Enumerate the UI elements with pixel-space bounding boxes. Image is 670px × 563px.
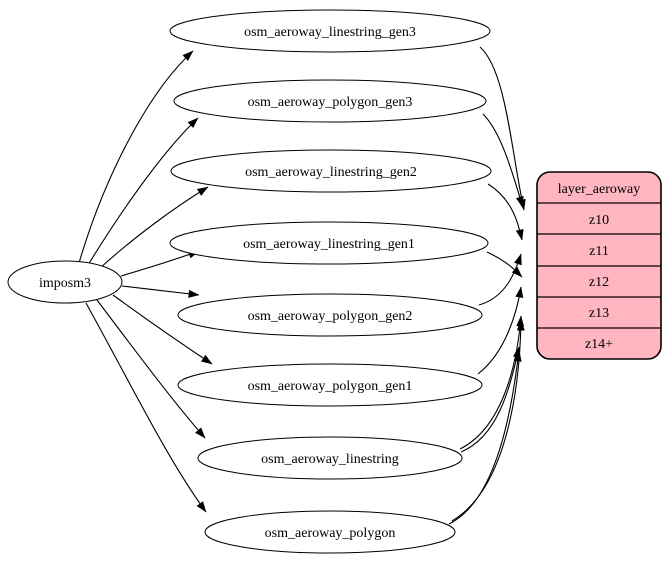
node-label: osm_aeroway_polygon_gen3: [248, 95, 413, 110]
node-imposm3-shape: [7, 260, 123, 304]
edges-to-layer: [448, 46, 526, 525]
edge-imposm3-polygon-gen1: [112, 294, 213, 365]
node-shape: [170, 149, 492, 193]
edge-imposm3-polygon: [85, 302, 207, 513]
node-shape: [177, 363, 483, 407]
edge-imposm3-linestring-gen3: [78, 50, 194, 264]
node-osm-aeroway-linestring: osm_aeroway_linestring: [197, 436, 463, 480]
layer-row-z10: z10: [589, 213, 609, 228]
layer-row-z14: z14+: [585, 337, 613, 352]
edge-linestring-gen1-z12: [486, 251, 523, 278]
node-label: osm_aeroway_linestring_gen2: [245, 165, 417, 180]
edge-imposm3-linestring-gen2: [98, 186, 209, 270]
node-osm-aeroway-linestring-gen1: osm_aeroway_linestring_gen1: [169, 221, 489, 265]
node-shape: [173, 79, 487, 123]
node-label: osm_aeroway_polygon_gen1: [248, 379, 413, 394]
layer-row-z12: z12: [589, 275, 609, 290]
edge-polygon-gen1-z12: [477, 286, 524, 375]
node-osm-aeroway-polygon: osm_aeroway_polygon: [204, 510, 456, 554]
node-label: osm_aeroway_polygon: [265, 526, 396, 541]
node-osm-aeroway-linestring-gen2: osm_aeroway_linestring_gen2: [170, 149, 492, 193]
layer-aeroway-header: layer_aeroway: [558, 182, 640, 197]
node-label: osm_aeroway_polygon_gen2: [248, 309, 413, 324]
node-shape: [169, 9, 491, 53]
node-osm-aeroway-polygon-gen3: osm_aeroway_polygon_gen3: [173, 79, 487, 123]
node-label: osm_aeroway_linestring_gen1: [243, 237, 415, 252]
node-osm-aeroway-polygon-gen1: osm_aeroway_polygon_gen1: [177, 363, 483, 407]
edge-polygon-gen2-z11: [478, 253, 522, 306]
layer-row-z11: z11: [589, 244, 609, 259]
node-shape: [197, 436, 463, 480]
node-shape: [204, 510, 456, 554]
node-layer-aeroway: layer_aeroway z10 z11 z12 z13 z14+: [536, 171, 662, 360]
layer-row-z13: z13: [589, 306, 609, 321]
edges-from-imposm3: [78, 50, 213, 513]
edge-polygon-z13: [451, 319, 525, 522]
node-osm-aeroway-linestring-gen3: osm_aeroway_linestring_gen3: [169, 9, 491, 53]
edge-polygon-z14: [448, 350, 522, 525]
edge-imposm3-linestring: [96, 299, 206, 439]
node-imposm3-label: imposm3: [39, 276, 91, 291]
node-shape: [169, 221, 489, 265]
edge-imposm3-polygon-gen2: [121, 285, 200, 298]
node-osm-aeroway-polygon-gen2: osm_aeroway_polygon_gen2: [177, 293, 483, 337]
node-label: osm_aeroway_linestring: [261, 452, 399, 467]
edge-polygon-gen3-z10: [482, 113, 524, 208]
edge-imposm3-polygon-gen3: [87, 117, 199, 266]
edge-imposm3-linestring-gen1: [120, 250, 200, 277]
edge-linestring-gen3-z10: [479, 46, 526, 211]
edge-linestring-z13: [459, 315, 525, 450]
node-label: osm_aeroway_linestring_gen3: [244, 25, 416, 40]
node-shape: [177, 293, 483, 337]
edge-linestring-gen2-z11: [487, 183, 524, 241]
node-imposm3: imposm3: [7, 260, 123, 304]
